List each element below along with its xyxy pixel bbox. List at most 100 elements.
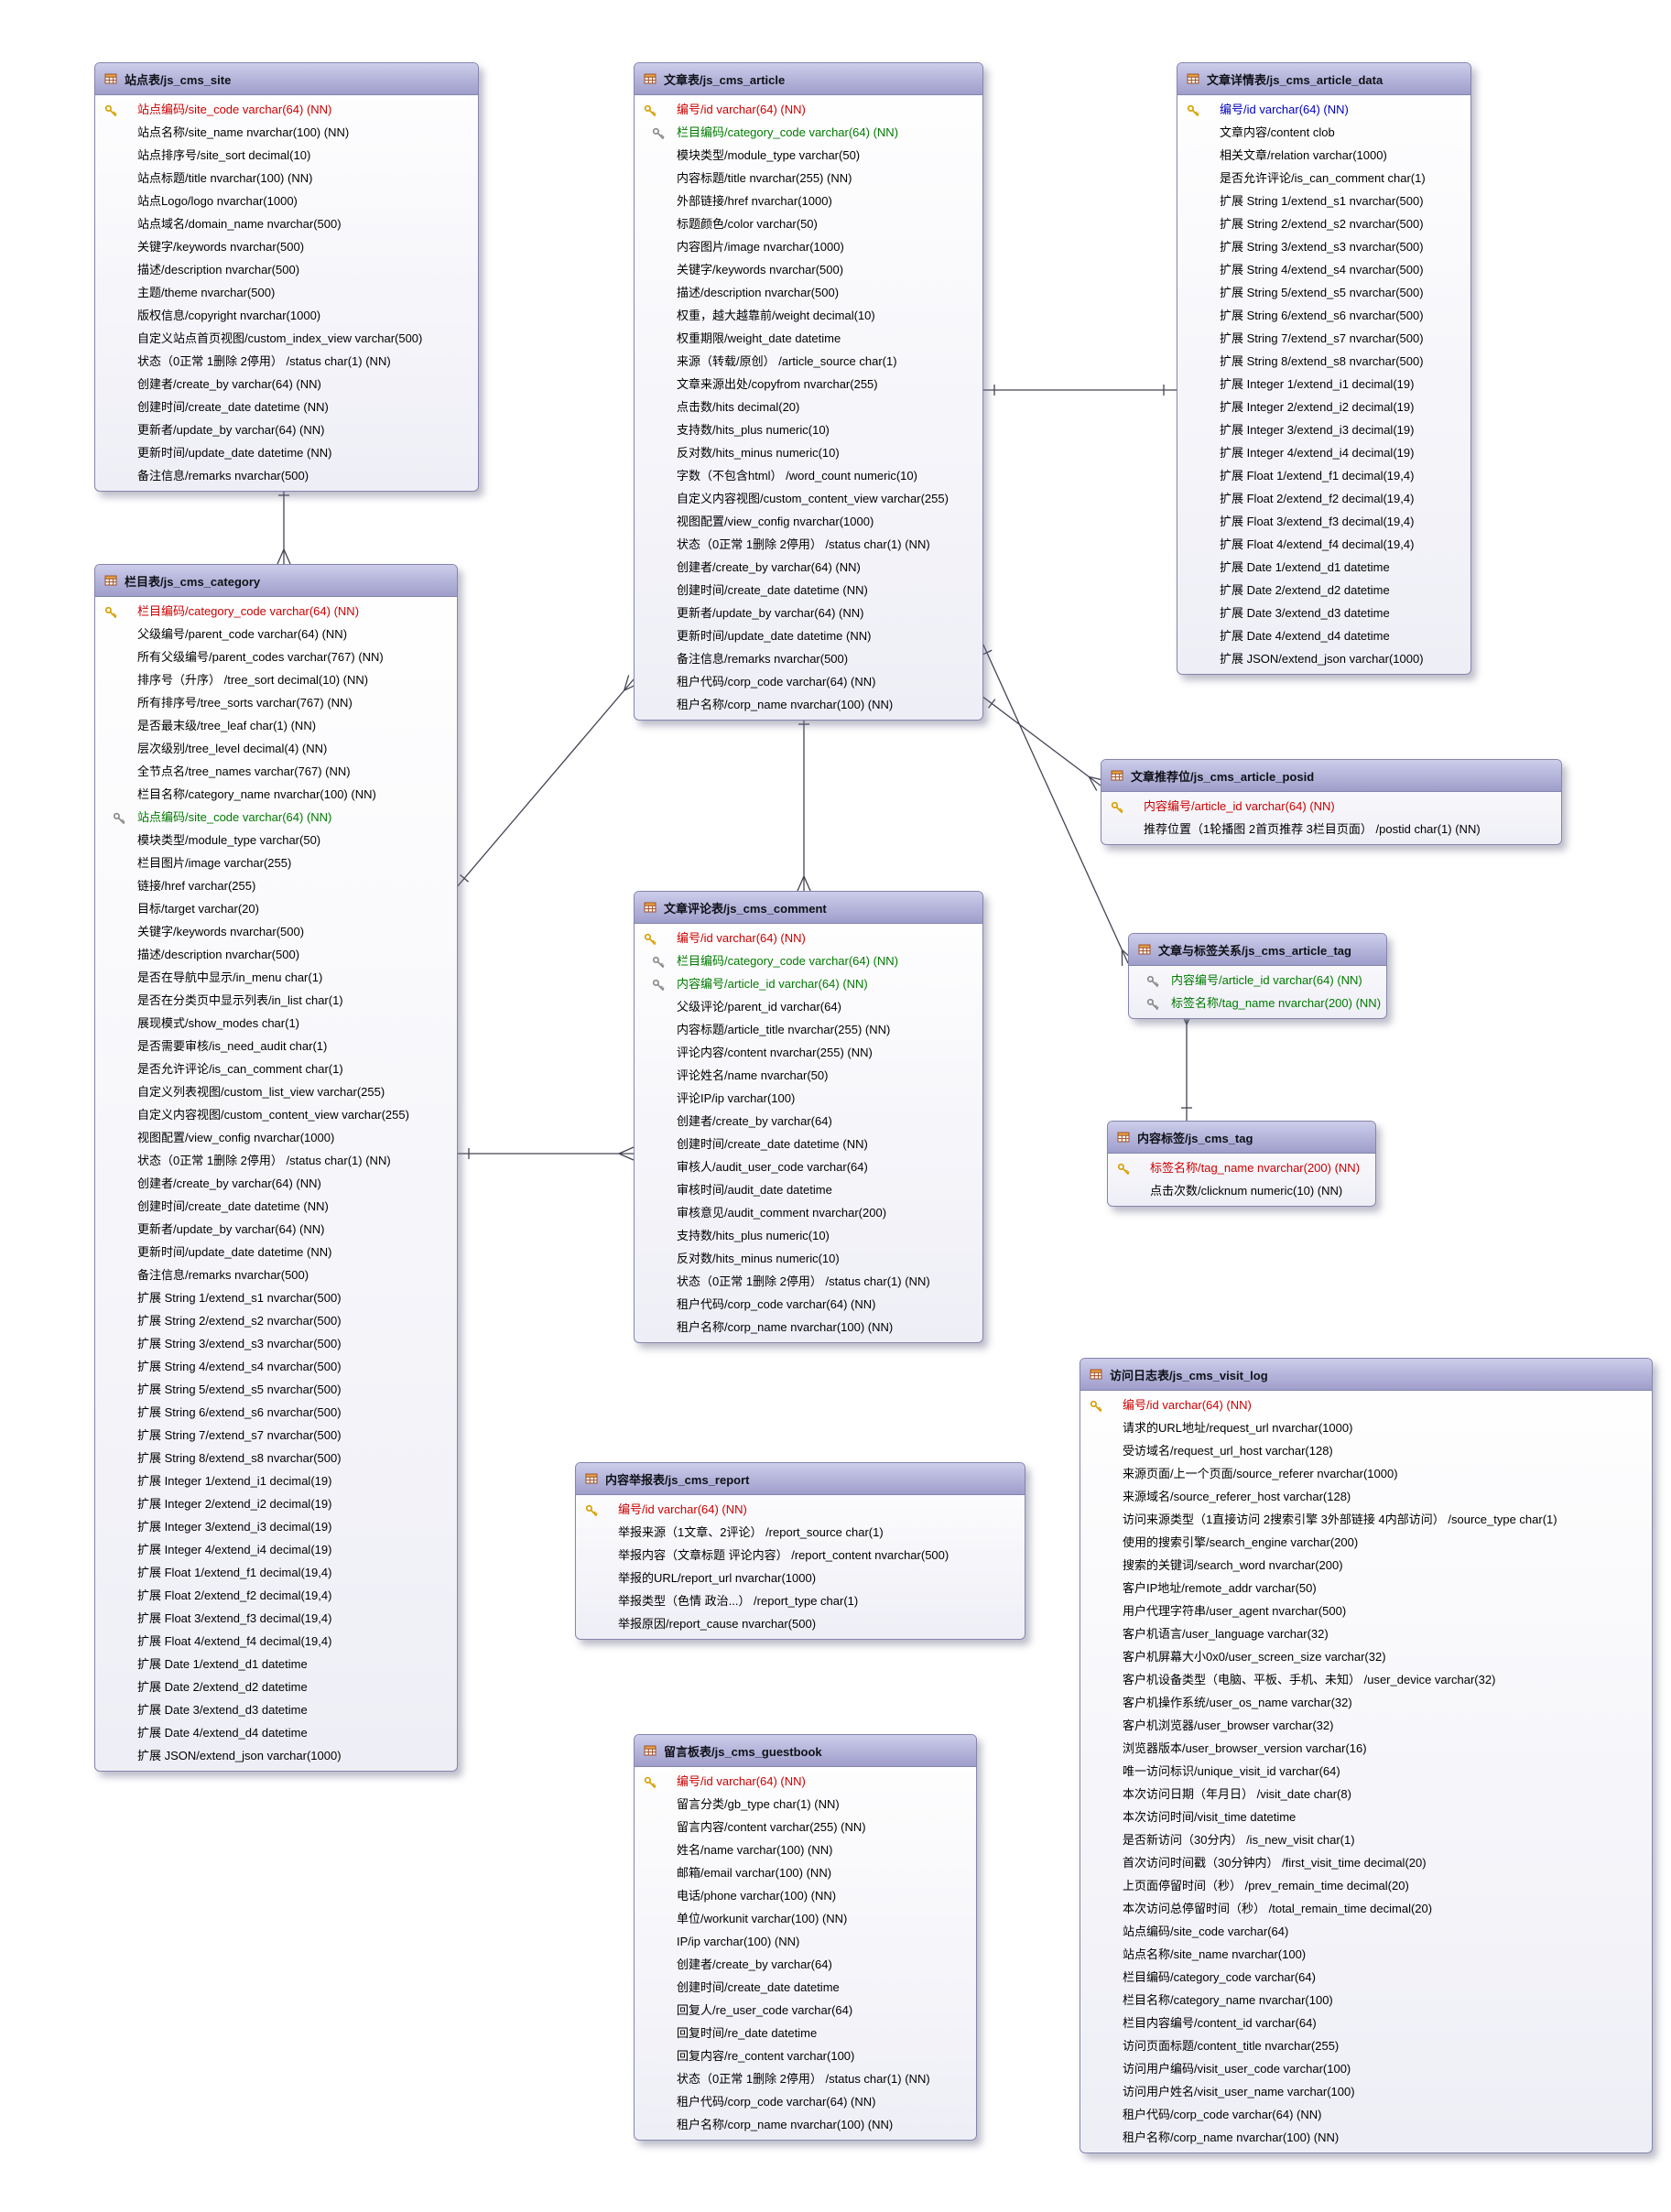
table-header[interactable]: 文章与标签关系/js_cms_article_tag [1129,934,1386,966]
primary-key-icon [1111,799,1124,814]
field-label: 扩展 Float 1/extend_f1 decimal(19,4) [137,1566,332,1579]
field-label: 扩展 Date 2/extend_d2 datetime [137,1680,308,1694]
field-row: 创建时间/create_date datetime (NN) [95,396,478,418]
field-row: 客户机语言/user_language varchar(32) [1080,1622,1652,1645]
table-header[interactable]: 栏目表/js_cms_category [95,565,457,597]
table-header[interactable]: 文章表/js_cms_article [635,63,982,95]
field-row: 举报类型（色情 政治...） /report_type char(1) [576,1589,1025,1612]
field-label: 扩展 Integer 2/extend_i2 decimal(19) [137,1497,332,1511]
field-row: 层次级别/tree_level decimal(4) (NN) [95,737,457,760]
table-fields: 栏目编码/category_code varchar(64) (NN) 父级编号/… [95,597,457,1771]
table-header[interactable]: 内容举报表/js_cms_report [576,1463,1025,1495]
field-row: 访问用户姓名/visit_user_name varchar(100) [1080,2080,1652,2103]
field-label: 首次访问时间戳（30分钟内） /first_visit_time decimal… [1123,1856,1427,1870]
field-label: 扩展 Integer 3/extend_i3 decimal(19) [137,1520,332,1534]
table-header[interactable]: 留言板表/js_cms_guestbook [635,1735,976,1767]
field-label: 审核人/audit_user_code varchar(64) [677,1160,868,1174]
table-article_data[interactable]: 文章详情表/js_cms_article_data 编号/id varchar(6… [1177,62,1471,675]
table-article_posid[interactable]: 文章推荐位/js_cms_article_posid 内容编号/article_i… [1101,759,1562,845]
field-row: 自定义站点首页视图/custom_index_view varchar(500) [95,327,478,350]
field-row: 来源（转载/原创） /article_source char(1) [635,350,982,373]
field-row: 点击数/hits decimal(20) [635,396,982,418]
field-row: 扩展 Float 1/extend_f1 decimal(19,4) [1177,464,1470,487]
field-label: 本次访问总停留时间（秒） /total_remain_time decimal(… [1123,1902,1433,1915]
table-title: 文章表/js_cms_article [664,72,786,87]
field-label: 扩展 Integer 1/extend_i1 decimal(19) [1220,377,1415,391]
foreign-key-icon [652,125,666,140]
field-row: 编号/id varchar(64) (NN) [1177,98,1470,121]
field-label: 扩展 String 3/extend_s3 nvarchar(500) [1220,240,1424,254]
field-row: 模块类型/module_type varchar(50) [95,829,457,851]
field-row: 扩展 Date 4/extend_d4 datetime [1177,624,1470,647]
field-row: 权重期限/weight_date datetime [635,327,982,350]
field-label: 描述/description nvarchar(500) [677,286,840,299]
field-row: 客户机设备类型（电脑、平板、手机、未知） /user_device varcha… [1080,1668,1652,1691]
field-row: 邮箱/email varchar(100) (NN) [635,1861,976,1884]
table-header[interactable]: 文章评论表/js_cms_comment [635,892,982,924]
field-label: 外部链接/href nvarchar(1000) [677,194,832,208]
field-row: 扩展 Float 3/extend_f3 decimal(19,4) [1177,510,1470,533]
field-label: 状态（0正常 1删除 2停用） /status char(1) (NN) [137,1154,391,1167]
field-row: 排序号（升序） /tree_sort decimal(10) (NN) [95,668,457,691]
field-label: 标题颜色/color varchar(50) [677,217,818,231]
field-row: 扩展 Float 4/extend_f4 decimal(19,4) [1177,533,1470,556]
table-header[interactable]: 文章推荐位/js_cms_article_posid [1101,760,1561,792]
field-label: 租户名称/corp_name nvarchar(100) (NN) [1123,2131,1340,2144]
field-row: 是否新访问（30分内） /is_new_visit char(1) [1080,1828,1652,1851]
primary-key-icon [1187,103,1200,117]
field-label: 状态（0正常 1删除 2停用） /status char(1) (NN) [677,2072,930,2086]
field-row: 创建者/create_by varchar(64) (NN) [95,373,478,396]
field-row: 自定义列表视图/custom_list_view varchar(255) [95,1080,457,1103]
field-row: 状态（0正常 1删除 2停用） /status char(1) (NN) [635,1270,982,1293]
table-article_tag[interactable]: 文章与标签关系/js_cms_article_tag 内容编号/article_i… [1128,933,1387,1019]
field-row: 租户名称/corp_name nvarchar(100) (NN) [635,2113,976,2136]
field-label: 来源（转载/原创） /article_source char(1) [677,354,897,368]
table-header[interactable]: 站点表/js_cms_site [95,63,478,95]
field-row: 更新时间/update_date datetime (NN) [95,1241,457,1263]
field-label: 栏目编码/category_code varchar(64) (NN) [137,604,360,618]
field-label: 排序号（升序） /tree_sort decimal(10) (NN) [137,673,369,687]
field-label: 扩展 String 5/extend_s5 nvarchar(500) [1220,286,1424,299]
field-row: 留言内容/content varchar(255) (NN) [635,1816,976,1838]
field-row: 扩展 String 4/extend_s4 nvarchar(500) [95,1355,457,1378]
field-row: 扩展 String 3/extend_s3 nvarchar(500) [95,1332,457,1355]
table-fields: 编号/id varchar(64) (NN)栏目编码/category_code… [635,924,982,1342]
field-label: 访问来源类型（1直接访问 2搜索引擎 3外部链接 4内部访问） /source_… [1123,1513,1557,1526]
field-label: 扩展 String 2/extend_s2 nvarchar(500) [137,1314,342,1328]
field-label: 访问页面标题/content_title nvarchar(255) [1123,2039,1340,2053]
field-row: 受访域名/request_url_host varchar(128) [1080,1439,1652,1462]
table-header[interactable]: 访问日志表/js_cms_visit_log [1080,1359,1652,1391]
field-label: 全节点名/tree_names varchar(767) (NN) [137,764,351,778]
table-title: 内容标签/js_cms_tag [1137,1131,1253,1145]
field-row: 创建者/create_by varchar(64) (NN) [95,1172,457,1195]
primary-key-icon [644,931,657,946]
field-row: 字数（不包含html） /word_count numeric(10) [635,464,982,487]
field-label: 内容编号/article_id varchar(64) (NN) [1171,973,1362,987]
field-row: 内容编号/article_id varchar(64) (NN) [1101,795,1561,818]
table-header[interactable]: 文章详情表/js_cms_article_data [1177,63,1470,95]
field-label: 审核意见/audit_comment nvarchar(200) [677,1206,887,1220]
table-header[interactable]: 内容标签/js_cms_tag [1108,1122,1375,1154]
field-row: 扩展 Integer 2/extend_i2 decimal(19) [1177,396,1470,418]
field-row: 租户名称/corp_name nvarchar(100) (NN) [635,1316,982,1339]
field-label: 扩展 String 8/extend_s8 nvarchar(500) [137,1451,342,1465]
field-label: 创建者/create_by varchar(64) (NN) [137,377,321,391]
field-label: 租户名称/corp_name nvarchar(100) (NN) [677,2118,894,2131]
table-icon [104,574,117,587]
field-row: 父级编号/parent_code varchar(64) (NN) [95,623,457,645]
table-title: 访问日志表/js_cms_visit_log [1110,1368,1268,1382]
field-row: 举报内容（文章标题 评论内容） /report_content nvarchar… [576,1544,1025,1567]
field-label: 描述/description nvarchar(500) [137,948,300,961]
table-title: 文章与标签关系/js_cms_article_tag [1158,943,1351,958]
field-row: 评论内容/content nvarchar(255) (NN) [635,1041,982,1064]
field-label: IP/ip varchar(100) (NN) [677,1935,800,1948]
field-label: 来源域名/source_referer_host varchar(128) [1123,1490,1351,1503]
